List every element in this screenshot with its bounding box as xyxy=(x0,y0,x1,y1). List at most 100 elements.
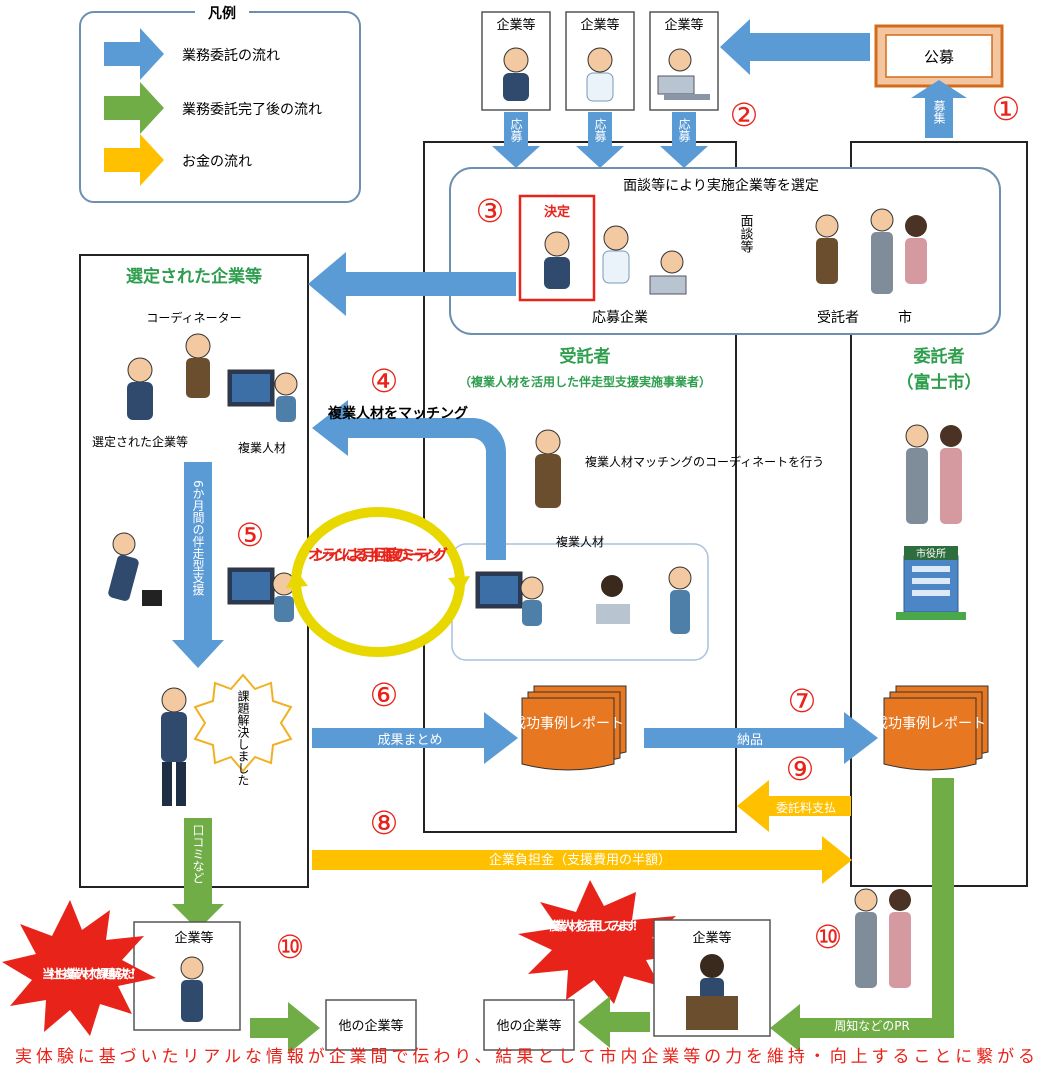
legend-gold-arrow xyxy=(104,134,164,186)
svg-text:市役所: 市役所 xyxy=(916,547,946,560)
selection-box: 面談等により実施企業等を選定 決定 面談等 応募企業 受託者 市 xyxy=(449,167,1001,335)
oubo-arrow-1 xyxy=(492,112,540,168)
svg-text:複業人材マッチングのコーディネートを行う: 複業人材マッチングのコーディネートを行う xyxy=(585,454,824,469)
svg-text:企業等: 企業等 xyxy=(496,17,535,33)
person-icon xyxy=(544,231,570,257)
svg-text:応募企業: 応募企業 xyxy=(592,309,648,326)
legend-blue-arrow xyxy=(104,28,164,80)
svg-text:当社も複業人材で課題解決だ！: 当社も複業人材で課題解決だ！ xyxy=(42,966,142,981)
svg-text:応募: 応募 xyxy=(509,118,523,143)
svg-text:コーディネーター: コーディネーター xyxy=(146,310,241,325)
green-arrow-left xyxy=(250,1002,320,1054)
step-3: ③ xyxy=(476,192,505,230)
boshu-label: 募集 xyxy=(932,100,946,124)
svg-text:企業負担金（支援費用の半額）: 企業負担金（支援費用の半額） xyxy=(489,852,671,868)
legend-item-gold: お金の流れ xyxy=(182,154,252,170)
svg-text:委託料支払: 委託料支払 xyxy=(776,800,836,815)
svg-text:成功事例レポート: 成功事例レポート xyxy=(874,716,986,732)
svg-text:（富士市）: （富士市） xyxy=(897,372,982,393)
person-icon xyxy=(587,47,613,73)
city-hall-icon: 市役所 xyxy=(896,546,966,620)
company-card-2: 企業等 xyxy=(565,11,635,111)
person-icon xyxy=(870,208,894,232)
online-meeting: オンラインによる月４回程度のミーティング xyxy=(227,507,470,657)
person-icon xyxy=(905,215,927,237)
other-company-left: 他の企業等 xyxy=(325,999,417,1051)
bottom-right-company: 企業等 xyxy=(653,919,771,1037)
legend-green-arrow xyxy=(104,82,164,134)
svg-text:成功事例レポート: 成功事例レポート xyxy=(512,716,624,732)
burst-right xyxy=(518,880,690,1004)
mendan-label: 面談等 xyxy=(738,214,754,253)
selected-title: 選定された企業等 xyxy=(126,266,262,287)
person-icon xyxy=(185,333,211,359)
svg-text:公募: 公募 xyxy=(924,48,954,66)
select-arrow xyxy=(308,252,516,316)
person-icon xyxy=(127,357,153,383)
solved-burst xyxy=(193,673,293,773)
other-company-right: 他の企業等 xyxy=(483,999,575,1051)
pr-arrow xyxy=(770,778,954,1052)
person-icon xyxy=(161,687,187,713)
step-8: ⑧ xyxy=(370,804,399,842)
oubo-arrow-3 xyxy=(660,112,708,168)
svg-text:応募: 応募 xyxy=(593,118,607,143)
svg-text:他の企業等: 他の企業等 xyxy=(338,1018,403,1034)
person-icon xyxy=(274,372,298,396)
svg-text:企業等: 企業等 xyxy=(692,930,731,946)
oubo-arrow-2 xyxy=(576,112,624,168)
koubo-box: 公募 xyxy=(874,24,1004,88)
svg-text:周知などのPR: 周知などのPR xyxy=(834,1019,910,1033)
person-icon xyxy=(180,956,204,980)
report-doc-1: 成功事例レポート xyxy=(512,685,627,771)
legend-item-green: 業務委託完了後の流れ xyxy=(182,102,322,118)
step-10-right: ⑩ xyxy=(814,918,843,956)
person-icon xyxy=(660,250,684,274)
legend: 凡例 業務委託の流れ 業務委託完了後の流れ お金の流れ xyxy=(79,4,361,203)
selected-company-content: 選定された企業等 コーディネーター 選定された企業等 複業人材 6か月間の伴走型… xyxy=(92,266,298,930)
truster-title: 委託者 xyxy=(913,346,965,367)
svg-text:受託者: 受託者 xyxy=(817,310,859,326)
svg-text:複業人材を活用してみます！: 複業人材を活用してみます！ xyxy=(547,918,644,933)
person-icon xyxy=(889,889,911,911)
svg-text:成果まとめ: 成果まとめ xyxy=(377,733,442,748)
svg-text:複業人材をマッチング: 複業人材をマッチング xyxy=(327,405,468,422)
burden-arrow xyxy=(312,836,852,884)
step-6: ⑥ xyxy=(370,676,399,714)
trustee-panel xyxy=(423,141,737,833)
support-arrow xyxy=(172,462,224,668)
person-icon xyxy=(601,575,623,597)
legend-title: 凡例 xyxy=(208,5,236,22)
person-icon xyxy=(535,429,561,455)
person-icon xyxy=(503,47,529,73)
svg-text:他の企業等: 他の企業等 xyxy=(496,1018,561,1034)
person-icon xyxy=(668,566,692,590)
matching-arrow xyxy=(312,400,506,560)
green-arrow-right xyxy=(578,996,650,1048)
selection-title: 面談等により実施企業等を選定 xyxy=(623,177,819,194)
step-1: ① xyxy=(992,90,1021,128)
step-10-left: ⑩ xyxy=(276,928,305,966)
svg-text:複業人材: 複業人材 xyxy=(238,440,286,455)
step-2: ② xyxy=(730,96,759,134)
person-icon xyxy=(940,425,962,447)
svg-text:選定された企業等: 選定された企業等 xyxy=(92,434,188,449)
svg-text:（複業人材を活用した伴走型支援実施事業者）: （複業人材を活用した伴走型支援実施事業者） xyxy=(459,374,711,389)
svg-text:市: 市 xyxy=(898,309,912,326)
svg-text:決定: 決定 xyxy=(544,204,570,220)
svg-text:口コミなど: 口コミなど xyxy=(191,824,205,884)
truster-content: 委託者 （富士市） 市役所 xyxy=(896,346,982,620)
svg-text:6か月間の伴走型支援: 6か月間の伴走型支援 xyxy=(191,480,205,596)
company-card-3: 企業等 xyxy=(649,11,719,111)
person-icon xyxy=(700,954,724,978)
step-5: ⑤ xyxy=(236,516,265,554)
svg-text:複業人材: 複業人材 xyxy=(556,534,604,549)
person-icon xyxy=(905,424,929,448)
person-icon xyxy=(815,214,839,238)
delivery-arrow xyxy=(644,712,878,764)
step-4: ④ xyxy=(370,362,399,400)
trustee-content: 受託者 （複業人材を活用した伴走型支援実施事業者） 複業人材マッチングのコーディ… xyxy=(312,346,824,661)
top-companies: 企業等 企業等 企業等 公募 募集 応募 応募 応募 xyxy=(481,11,1004,168)
person-icon xyxy=(520,576,544,600)
